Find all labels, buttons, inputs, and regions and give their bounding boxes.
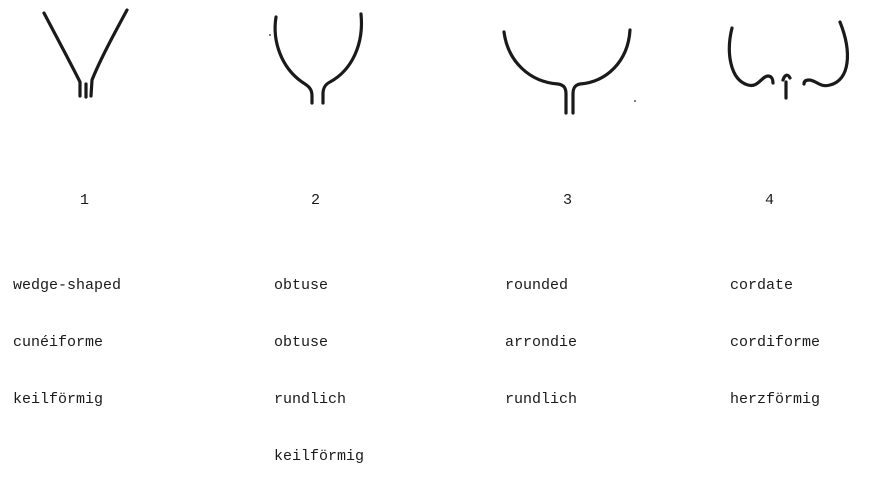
wedge-shaped-outline [42,8,129,99]
wedge-left-margin [42,11,82,98]
term-english: wedge-shaped [13,277,122,294]
term-french: obtuse [274,334,329,351]
term-english: rounded [505,277,569,294]
rounded-left-margin [502,30,568,115]
figure-number-1: 1 [80,192,90,209]
obtuse-leaf-base-drawing [260,0,370,110]
terms-wedge-shaped: wedge-shaped cunéiforme keilförmig [13,238,121,428]
stray-mark [269,34,271,36]
rounded-right-margin [571,28,632,115]
term-german: herzförmig [730,391,821,408]
term-english: cordate [730,277,794,294]
cordate-notch-lobe [781,73,792,82]
stray-mark [634,100,636,102]
terms-obtuse: obtuse obtuse rundlich keilförmig [274,238,364,485]
figure-number-3: 3 [563,192,573,209]
terms-rounded: rounded arrondie rundlich [505,238,577,428]
wedge-right-margin [89,8,129,98]
terms-cordate: cordate cordiforme herzförmig [730,238,820,428]
figure-number-4: 4 [765,192,775,209]
term-german: rundlich [505,391,578,408]
cordate-right-margin [802,20,849,88]
term-german: rundlich [274,391,347,408]
obtuse-left-margin [273,15,314,105]
cordate-left-margin [727,26,775,88]
term-french: arrondie [505,334,578,351]
wedge-shaped-leaf-base-drawing [30,0,140,110]
term-french: cunéiforme [13,334,104,351]
obtuse-right-margin [321,12,364,105]
figure-number-2: 2 [311,192,321,209]
term-german: keilförmig [13,391,104,408]
rounded-outline [502,28,632,115]
obtuse-outline [273,12,364,105]
cordate-leaf-base-drawing [722,0,862,110]
term-english: obtuse [274,277,329,294]
rounded-leaf-base-drawing [494,0,644,120]
cordate-outline [727,20,849,100]
term-french: cordiforme [730,334,821,351]
term-german-alt: keilförmig [274,448,365,465]
